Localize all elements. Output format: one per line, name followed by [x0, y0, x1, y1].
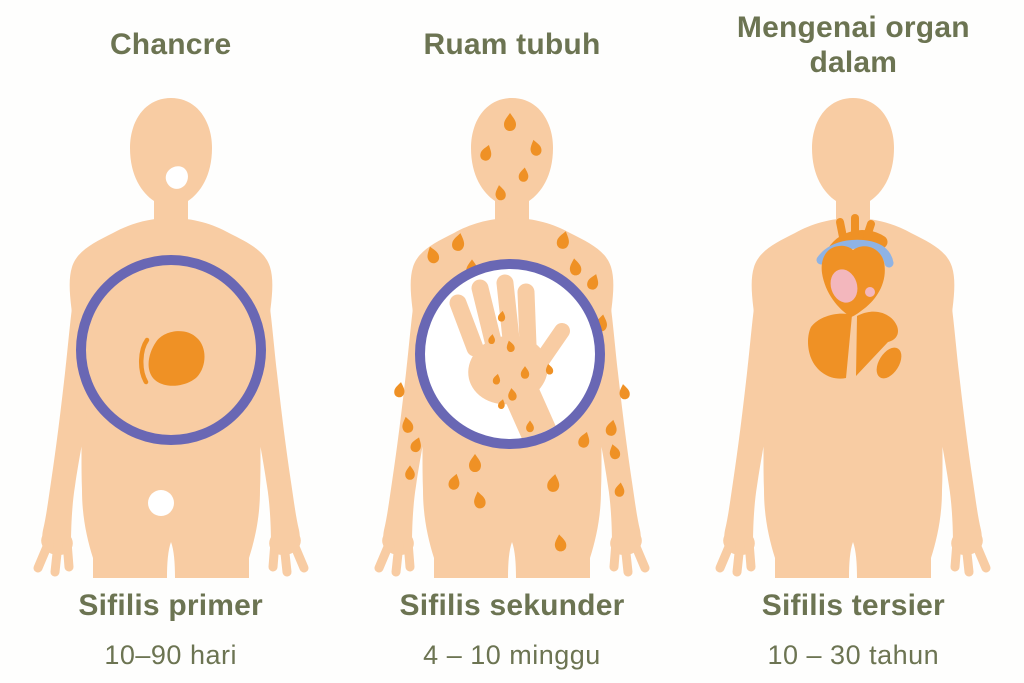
mouth-sore-mark — [165, 166, 188, 189]
stage-duration-primer: 10–90 hari — [104, 640, 237, 670]
chancre-sore-icon — [138, 331, 205, 386]
stage-name-primer: Sifilis primer — [78, 589, 263, 622]
heart-chamber-highlight — [830, 269, 858, 303]
stage-column-tersier: Mengenai organ dalam Sifilis te — [683, 0, 1024, 683]
secondary-syphilis-body-illustration — [362, 90, 662, 580]
highlight-circle — [75, 255, 266, 445]
tertiary-syphilis-body-illustration — [703, 90, 1003, 580]
liver-icon — [808, 311, 899, 379]
symptom-title-ruam-tubuh: Ruam tubuh — [423, 28, 601, 62]
stage-duration-tersier: 10 – 30 tahun — [767, 640, 940, 670]
stage-name-sekunder: Sifilis sekunder — [399, 589, 625, 622]
body-silhouette — [720, 98, 986, 578]
symptom-title-chancre: Chancre — [109, 28, 232, 62]
spleen-icon — [876, 347, 902, 379]
hand-with-rash-icon — [449, 274, 570, 439]
symptom-title-organ-dalam: Mengenai organ dalam — [736, 10, 970, 79]
stage-column-primer: Chancre Sifilis primer 10–90 hari — [0, 0, 341, 683]
stage-column-sekunder: Ruam tubuh — [341, 0, 682, 683]
heart-spot-highlight — [865, 287, 876, 297]
stage-name-tersier: Sifilis tersier — [761, 589, 945, 622]
primary-syphilis-body-illustration — [21, 90, 321, 580]
genital-sore-dot — [147, 490, 174, 516]
highlight-circle — [414, 259, 605, 449]
stage-duration-sekunder: 4 – 10 minggu — [423, 640, 601, 670]
heart-icon — [816, 214, 894, 317]
